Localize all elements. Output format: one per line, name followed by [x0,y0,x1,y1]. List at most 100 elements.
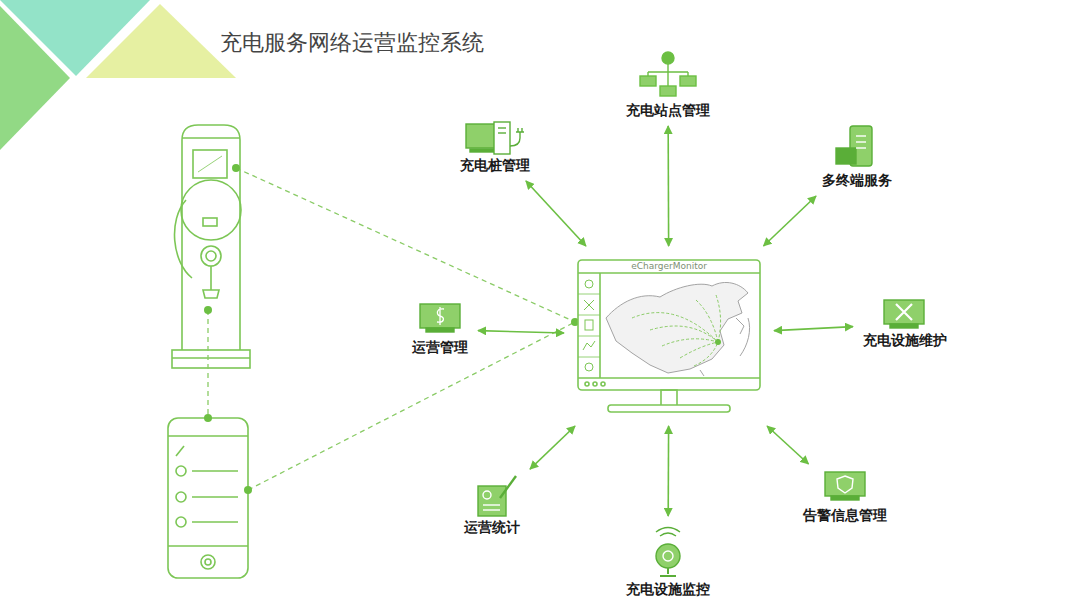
charging-pile-part [203,266,219,298]
leader-dots [204,164,579,494]
charging-pile-part [193,150,227,178]
function-node: 多终端服务 [818,124,896,190]
node-label: 充电站点管理 [626,100,710,120]
map-routes-part [716,295,721,342]
pile-icon-part [470,149,494,152]
stats-icon-part [483,491,491,499]
dashed-leaders-part [207,310,208,418]
monitor-frame-part [578,377,760,379]
connector-arrow [764,196,817,246]
ops-icon-part [420,304,460,328]
camera-icon-part [656,528,680,537]
monitor-frame-part [585,320,593,330]
terminal-icon [836,126,872,166]
phone-part [205,559,211,565]
monitor-frame [578,260,760,412]
phone-part [192,521,238,523]
node-label: 多终端服务 [822,170,892,190]
function-node: 充电站点管理 [622,50,714,120]
charging-pile-part [172,357,250,359]
monitor-frame-part [578,315,600,316]
pile-icon-part [498,127,506,128]
connector-arrow [667,126,669,246]
site-icon-part [640,76,656,86]
camera-icon-part [663,551,673,561]
ops-icon-part [437,307,444,325]
charging-pile-part [182,125,240,352]
phone [168,418,248,578]
corner-triangles-part [86,4,236,78]
monitor-frame-part [583,341,595,350]
stats-icon-part [483,509,500,510]
leader-dots-part [232,164,240,172]
maintenance-icon-part [896,304,912,320]
pile-icon-part [494,122,510,154]
pile-icon-part [498,132,506,133]
monitor-frame-part [608,405,730,412]
map-part [736,318,744,334]
map-hub [715,339,721,345]
stats-icon-part [500,476,516,498]
charging-pile-part [203,218,217,226]
phone-part [176,446,184,456]
monitor-frame-part [578,357,600,358]
stats-icon-part [483,504,500,505]
camera-icon-part [656,544,680,568]
phone-part [176,492,186,502]
maintenance-icon [884,300,924,328]
charging-pile-part [181,180,241,240]
map-routes-part [632,313,718,342]
site-icon-part [662,52,674,64]
pile-icon [466,122,524,154]
phone-part [168,418,248,578]
monitor-frame-part [593,382,597,386]
leader-dots-part [244,486,252,494]
node-label: 充电设施监控 [626,579,710,599]
leader-dots-part [204,306,212,314]
alarm-icon [825,472,865,500]
map-routes-part [662,339,718,346]
monitor-frame-part [578,272,760,274]
monitor-frame-part [578,260,760,390]
stats-icon [478,476,516,516]
phone-part [192,470,238,472]
monitor-frame-part [661,390,677,406]
map-part [606,282,748,373]
charging-pile-part [198,156,222,172]
connector-arrow [667,426,669,516]
monitor-frame-part [601,382,605,386]
function-node: 运营管理 [408,302,472,357]
maintenance-icon-part [890,324,918,328]
phone-part [192,496,238,498]
monitor-screen: eChargerMonitor [578,260,760,412]
corner-triangles-part [0,6,70,150]
monitor-frame-part [585,382,589,386]
alarm-icon-part [831,496,859,500]
site-icon-part [660,86,676,96]
function-node: 运营统计 [460,474,524,537]
connector-arrow [526,181,586,246]
stats-icon-part [478,486,506,516]
leader-dots-part [204,414,212,422]
connector-arrow [774,327,853,331]
connector-arrow [530,426,575,469]
pile-icon-part [510,128,524,146]
monitor-frame-part [585,280,593,288]
map-routes-part [694,342,718,366]
camera-icon [656,528,680,577]
dashed-leaders-part [236,168,575,322]
charging-pile-part [201,246,221,266]
phone-part [168,435,248,437]
node-label: 运营管理 [412,337,468,357]
dashed-leaders [208,168,575,490]
terminal-icon-part [856,135,866,136]
monitor-frame-part [584,300,594,310]
map [606,282,750,376]
function-node: 充电桩管理 [456,120,534,175]
phone-part [201,555,215,569]
node-label: 充电桩管理 [460,155,530,175]
node-label: 运营统计 [464,517,520,537]
monitor-frame-part [599,273,601,378]
